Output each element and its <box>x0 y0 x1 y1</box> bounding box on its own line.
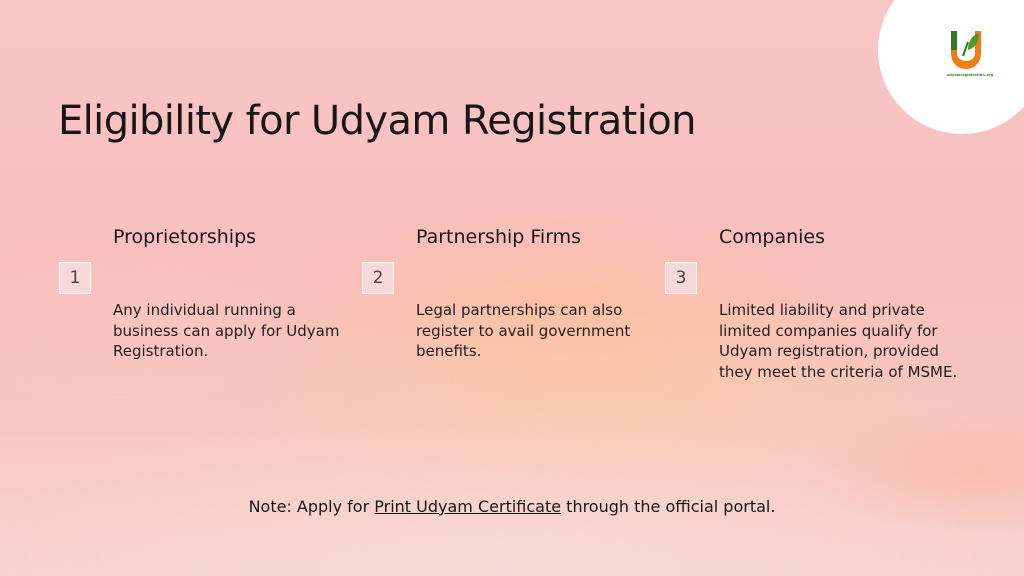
item-number-badge: 3 <box>665 262 697 294</box>
note-prefix: Note: Apply for <box>248 497 375 516</box>
item-number-badge: 2 <box>362 262 394 294</box>
item-description: Legal partnerships can also register to … <box>416 301 631 360</box>
note-suffix: through the official portal. <box>561 497 776 516</box>
item-title: Proprietorships <box>113 226 257 248</box>
item-number-badge: 1 <box>59 262 91 294</box>
item-title: Companies <box>719 226 826 248</box>
slide-title: Eligibility for Udyam Registration <box>58 98 696 144</box>
item-title: Partnership Firms <box>416 226 582 248</box>
footer-note: Note: Apply for Print Udyam Certificate … <box>0 497 1024 516</box>
item-description: Any individual running a business can ap… <box>113 301 340 360</box>
udyam-logo-icon <box>951 31 981 69</box>
item-description: Limited liability and private limited co… <box>719 301 958 381</box>
logo-text: udyamregistration.org <box>946 73 994 77</box>
print-udyam-certificate-link[interactable]: Print Udyam Certificate <box>374 497 562 516</box>
